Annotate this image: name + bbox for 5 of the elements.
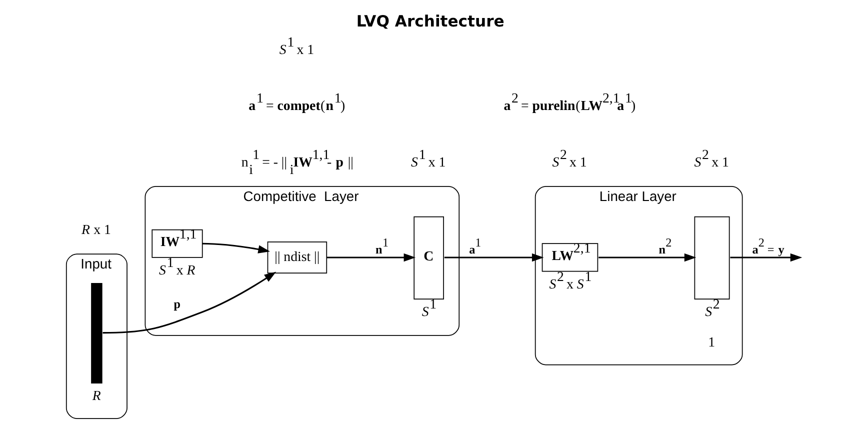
diagram-title: LVQ Architecture <box>356 12 504 31</box>
node-label: R <box>92 388 101 404</box>
edge-label: p <box>174 296 181 311</box>
label: R x 1 <box>82 222 111 237</box>
node-label: 1 <box>708 334 716 350</box>
